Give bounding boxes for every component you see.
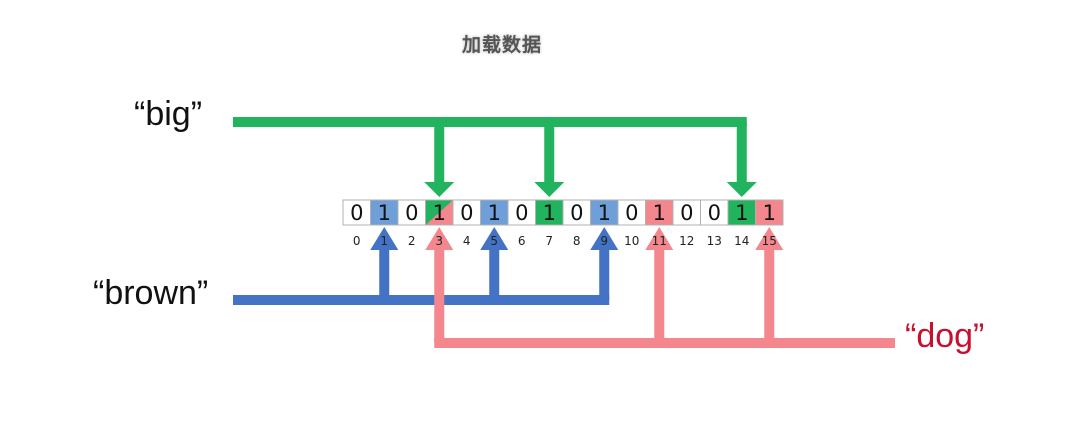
index-label: 5 bbox=[490, 234, 498, 248]
dog-arrow-head bbox=[645, 227, 674, 250]
bit-value: 1 bbox=[433, 201, 446, 225]
index-label: 11 bbox=[652, 234, 667, 248]
bit-value: 1 bbox=[763, 201, 776, 225]
index-label: 6 bbox=[518, 234, 526, 248]
index-label: 0 bbox=[353, 234, 361, 248]
bit-cell bbox=[755, 199, 784, 226]
bit-value: 0 bbox=[708, 201, 721, 225]
big-arrow-head bbox=[424, 182, 455, 197]
index-label: 2 bbox=[408, 234, 416, 248]
bit-cell bbox=[617, 199, 646, 226]
big-arrow-head bbox=[726, 182, 757, 197]
word-dog: “dog” bbox=[905, 317, 985, 355]
bit-cell bbox=[452, 199, 481, 226]
brown-arrow-head bbox=[590, 227, 619, 250]
index-label: 1 bbox=[380, 234, 388, 248]
index-label: 10 bbox=[624, 234, 639, 248]
index-label: 4 bbox=[463, 234, 471, 248]
bit-value: 0 bbox=[680, 201, 693, 225]
bit-cell bbox=[590, 199, 619, 226]
index-label: 14 bbox=[734, 234, 749, 248]
bit-value: 0 bbox=[515, 201, 528, 225]
bit-value: 1 bbox=[488, 201, 501, 225]
brown-arrow-head bbox=[480, 227, 509, 250]
brown-arrow-head bbox=[370, 227, 399, 250]
word-brown: “brown” bbox=[93, 274, 209, 312]
word-big: “big” bbox=[134, 95, 203, 133]
bit-cell bbox=[672, 199, 701, 226]
bit-value: 0 bbox=[570, 201, 583, 225]
bit-value: 0 bbox=[625, 201, 638, 225]
index-label: 13 bbox=[707, 234, 722, 248]
bit-value: 1 bbox=[598, 201, 611, 225]
bit-value: 0 bbox=[405, 201, 418, 225]
page-title: 加载数据 bbox=[462, 34, 543, 56]
bit-cell bbox=[727, 199, 756, 226]
index-label: 3 bbox=[435, 234, 443, 248]
index-label: 7 bbox=[545, 234, 553, 248]
bit-value: 0 bbox=[460, 201, 473, 225]
big-arrow-head bbox=[534, 182, 565, 197]
bit-value: 0 bbox=[350, 201, 363, 225]
bit-value: 1 bbox=[378, 201, 391, 225]
bit-cell bbox=[425, 199, 454, 226]
dog-arrow-head bbox=[755, 227, 784, 250]
dog-arrow-head bbox=[425, 227, 454, 250]
bit-cell bbox=[397, 199, 426, 226]
bit-value: 1 bbox=[653, 201, 666, 225]
index-label: 8 bbox=[573, 234, 581, 248]
bit-cell bbox=[370, 199, 399, 226]
bit-cell bbox=[562, 199, 591, 226]
index-label: 15 bbox=[762, 234, 777, 248]
index-label: 9 bbox=[600, 234, 608, 248]
bit-value: 1 bbox=[735, 201, 748, 225]
index-label: 12 bbox=[679, 234, 694, 248]
bit-cell bbox=[700, 199, 729, 226]
bit-cell bbox=[645, 199, 674, 226]
bit-value: 1 bbox=[543, 201, 556, 225]
bit-cell bbox=[507, 199, 536, 226]
